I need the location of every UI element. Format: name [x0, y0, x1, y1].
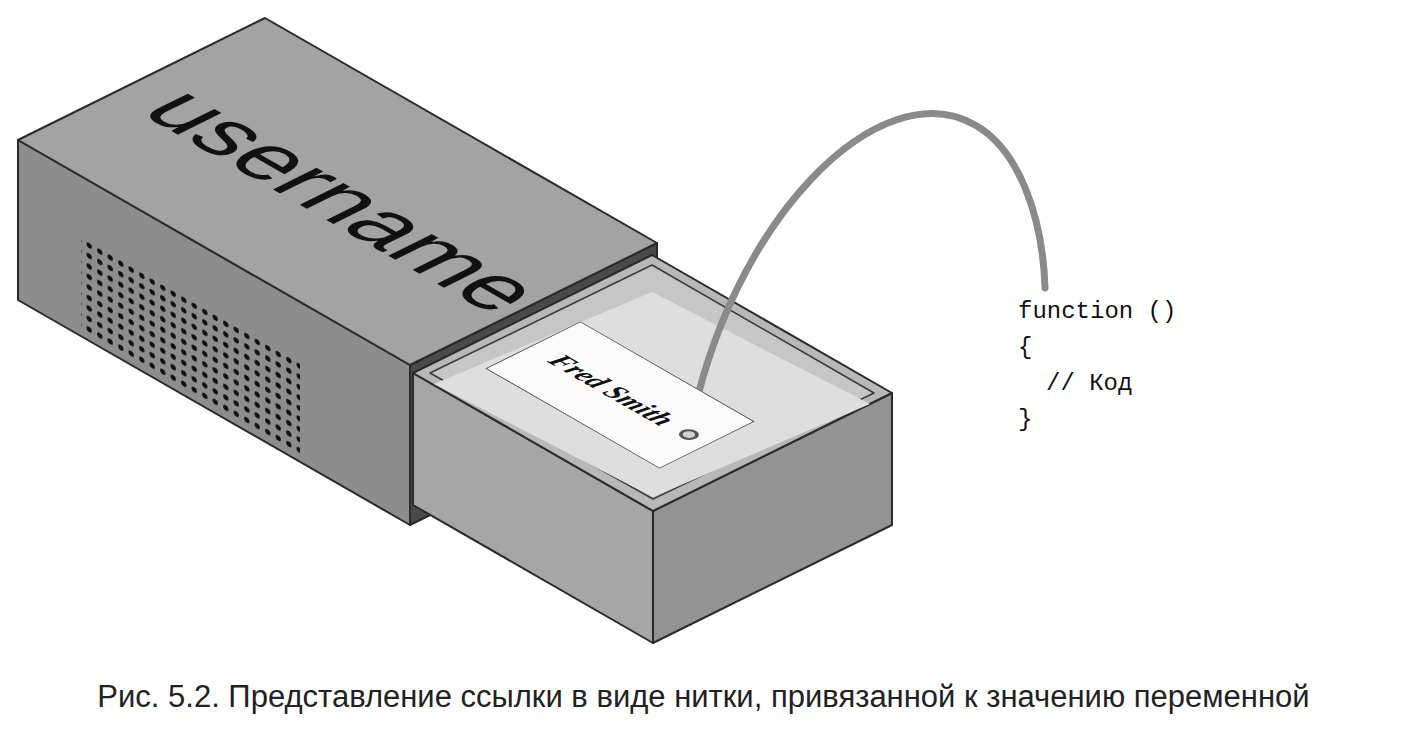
label-holder: { [1018, 334, 1032, 363]
name-tag: Fred Smith [485, 321, 755, 468]
figure-caption: Рис. 5.2. Представление ссылки в виде ни… [97, 679, 1309, 714]
label-holder: } [1018, 406, 1032, 435]
variable-name: username [126, 78, 563, 323]
label-holder: // Код [1046, 370, 1132, 399]
variable-box: usernameFred Smith [18, 18, 898, 648]
code-line: function () [1018, 298, 1176, 325]
tag-value-text: Fred Smith [540, 350, 683, 430]
tag-hole [675, 427, 703, 442]
text-holder: username [126, 78, 563, 323]
caption-holder: Рис. 5.2. Представление ссылки в виде ни… [0, 678, 1407, 715]
code-line: } [1018, 406, 1032, 433]
reference-string [689, 114, 1045, 435]
code-line: // Код [1046, 370, 1132, 397]
drawer-floor [434, 292, 870, 497]
label-holder: function () [1018, 298, 1176, 327]
code-line: { [1018, 334, 1032, 361]
sleeve-top-face [18, 18, 657, 365]
